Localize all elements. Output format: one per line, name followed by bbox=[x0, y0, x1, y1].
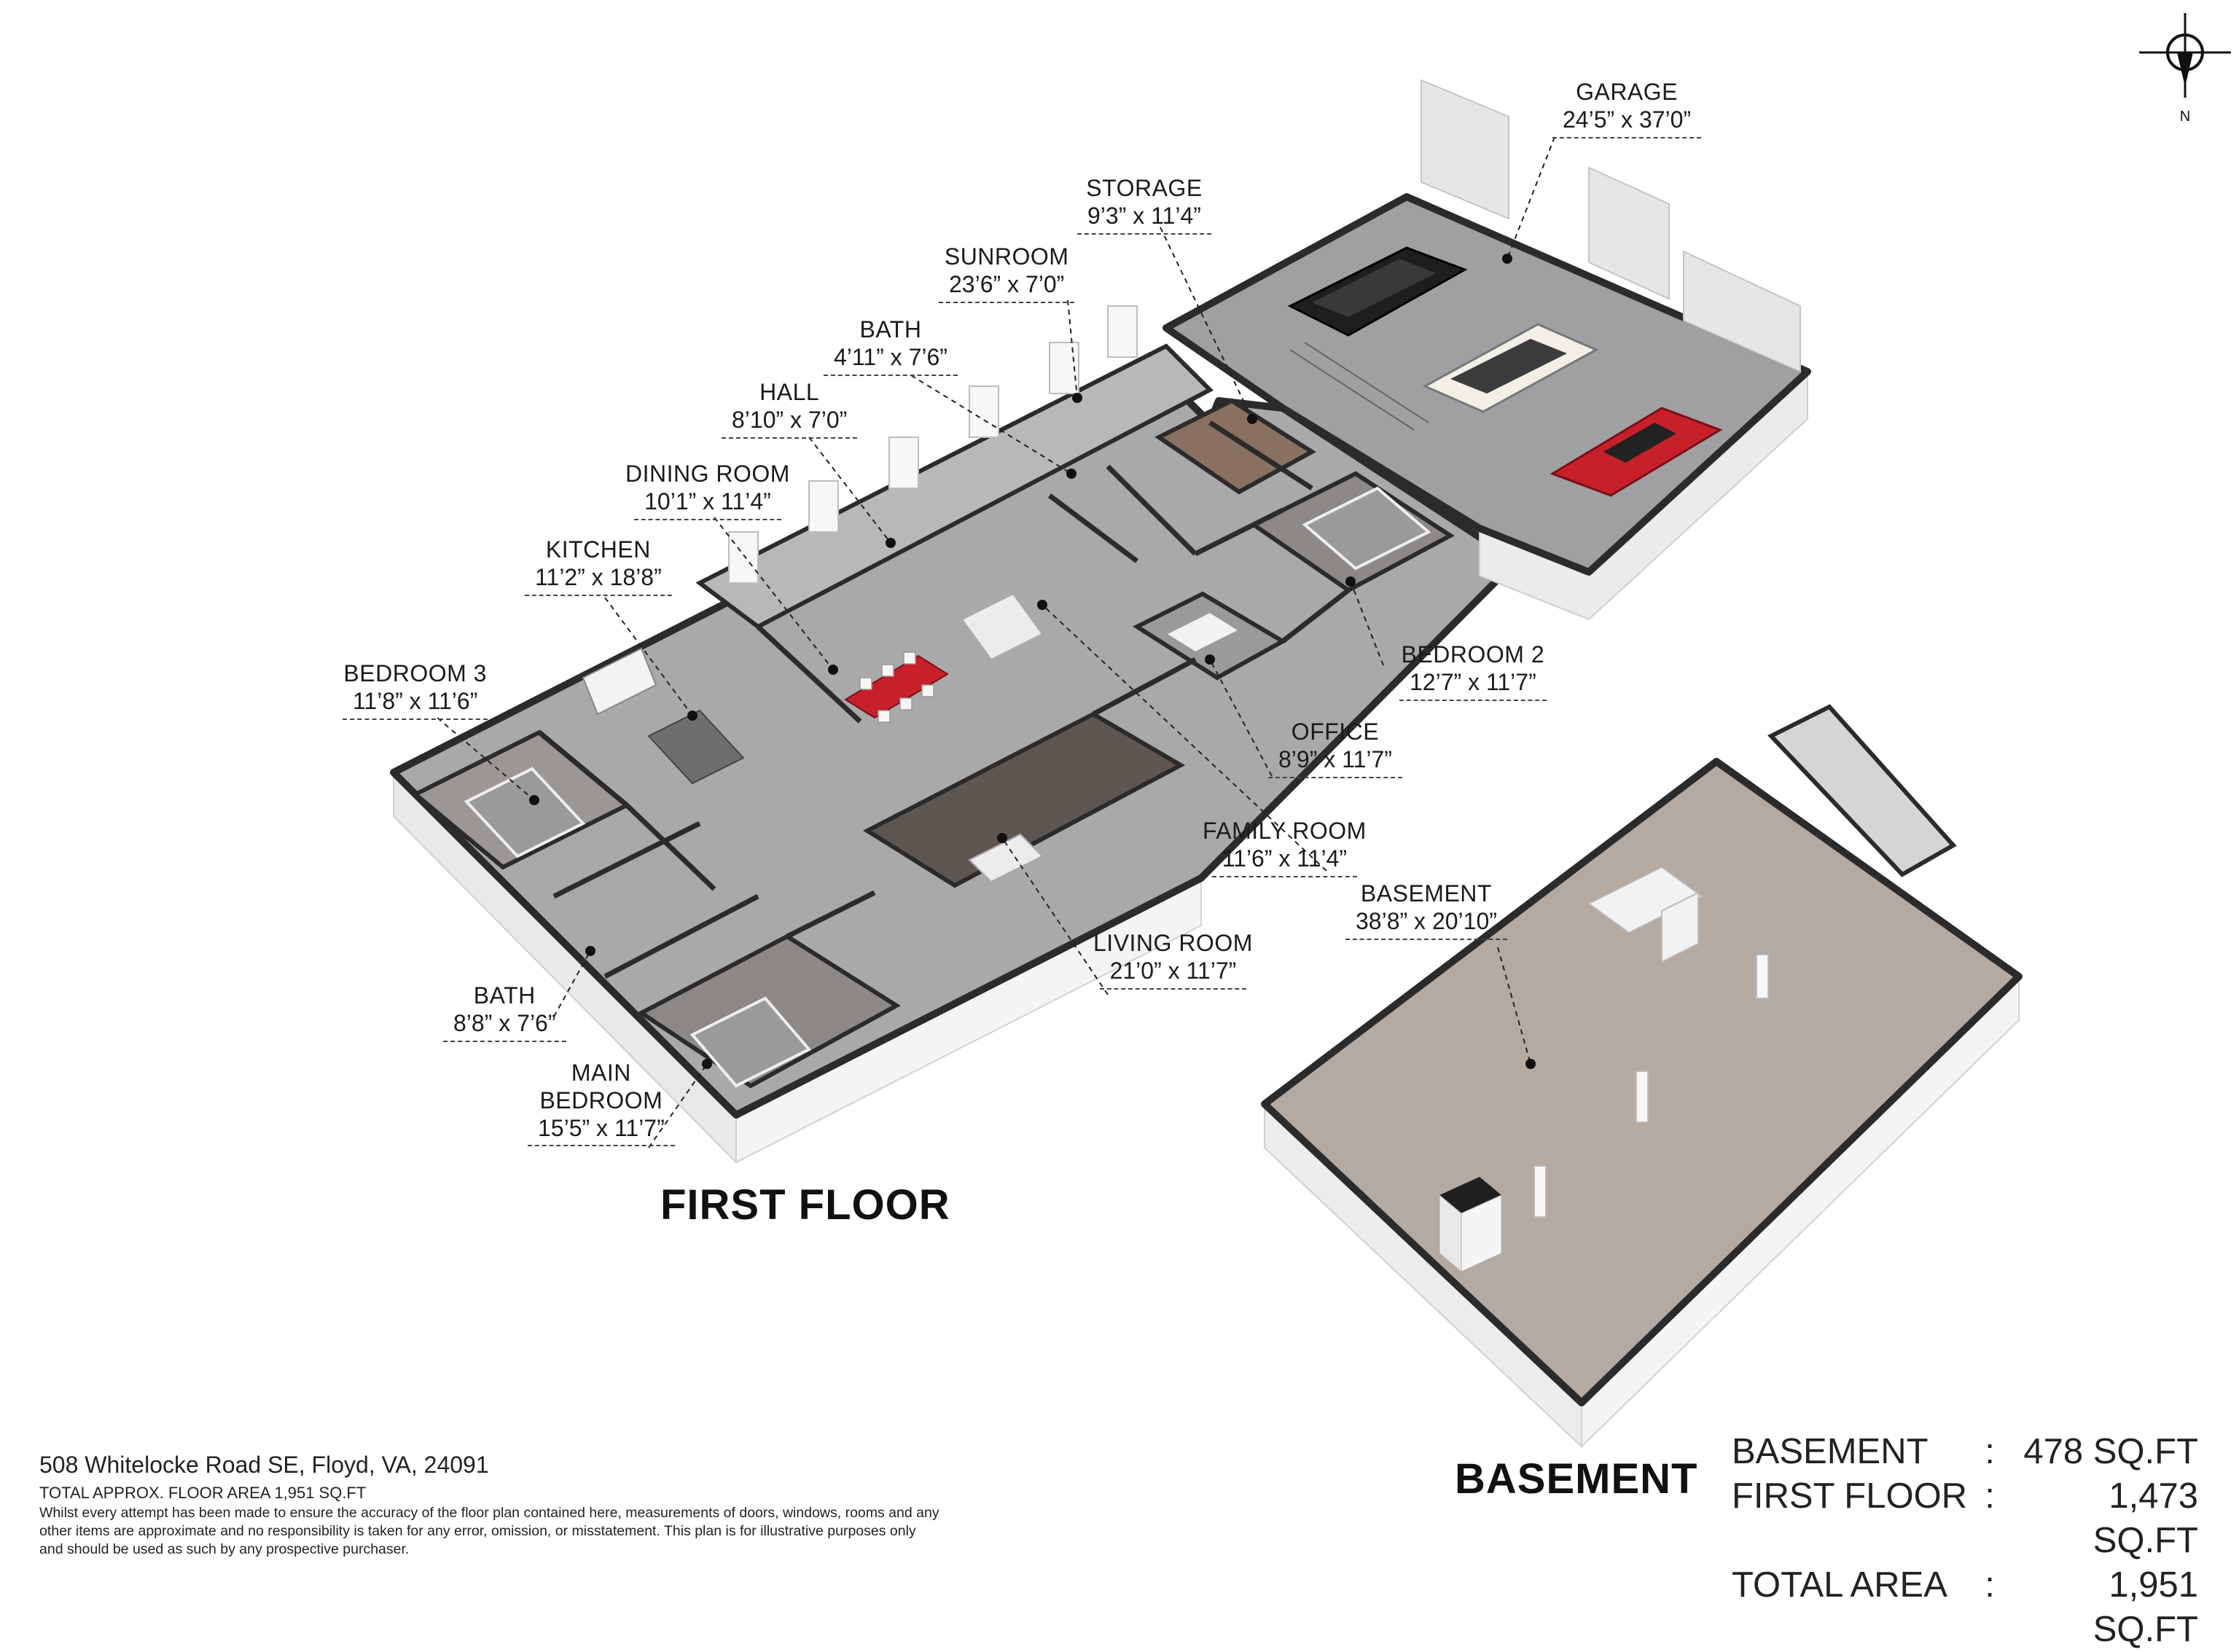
area-row-basement: BASEMENT : 478 SQ.FT bbox=[1732, 1430, 2198, 1474]
area-summary-table: BASEMENT : 478 SQ.FT FIRST FLOOR : 1,473… bbox=[1732, 1430, 2198, 1652]
support-columns bbox=[1533, 954, 1769, 1218]
compass-north-label: N bbox=[2180, 109, 2190, 125]
leader-lines bbox=[437, 136, 1555, 1148]
area-row-total: TOTAL AREA : 1,951 SQ.FT bbox=[1732, 1563, 2198, 1652]
main-bedroom-bed bbox=[689, 996, 812, 1088]
room-label-bedroom2: BEDROOM 2 12’7” x 11’7” bbox=[1399, 641, 1547, 701]
red-convertible-icon bbox=[1550, 407, 1723, 497]
room-label-bath-lower: BATH 8’8” x 7’6” bbox=[443, 982, 566, 1042]
area-row-first-floor: FIRST FLOOR : 1,473 SQ.FT bbox=[1732, 1474, 2198, 1563]
area-row-label: BASEMENT bbox=[1732, 1432, 1929, 1471]
area-row-value: 1,951 SQ.FT bbox=[2093, 1565, 2198, 1649]
room-label-basement: BASEMENT 38’8” x 20’10” bbox=[1345, 880, 1507, 940]
black-suv-icon bbox=[1287, 246, 1468, 337]
room-label-living-room: LIVING ROOM 21’0” x 11’7” bbox=[1093, 930, 1253, 990]
first-floor-title: FIRST FLOOR bbox=[660, 1181, 950, 1229]
white-car-icon bbox=[1422, 323, 1599, 413]
room-label-dining-room: DINING ROOM 10’1” x 11’4” bbox=[625, 461, 790, 520]
area-row-label: TOTAL AREA bbox=[1732, 1565, 1947, 1605]
basement-title: BASEMENT bbox=[1455, 1455, 1698, 1503]
room-label-sunroom: SUNROOM 23’6” x 7’0” bbox=[939, 243, 1075, 303]
storage-floor bbox=[1154, 398, 1316, 495]
water-heater-icon bbox=[1439, 1177, 1502, 1273]
room-label-family-room: FAMILY ROOM 11’6” x 11’4” bbox=[1203, 818, 1367, 877]
area-row-separator: : bbox=[1985, 1432, 1995, 1471]
area-row-value: 1,473 SQ.FT bbox=[2093, 1476, 2198, 1560]
room-label-garage: GARAGE 24’5” x 37’0” bbox=[1552, 79, 1702, 138]
first-floor-model bbox=[390, 305, 1520, 1164]
interior-walls bbox=[537, 420, 1351, 979]
room-label-main-bedroom: MAIN BEDROOM 15’5” x 11’7” bbox=[528, 1060, 675, 1147]
area-row-separator: : bbox=[1985, 1476, 1995, 1516]
kitchen-island bbox=[647, 709, 745, 785]
floor-plan-drawing bbox=[390, 79, 2023, 1449]
disclaimer-text: Whilst every attempt has been made to en… bbox=[39, 1505, 939, 1557]
room-label-hall: HALL 8’10” x 7’0” bbox=[722, 379, 858, 439]
basement-stair-nook bbox=[1767, 704, 1957, 877]
property-address: 508 Whitelocke Road SE, Floyd, VA, 24091 bbox=[39, 1452, 489, 1478]
room-label-office: OFFICE 8’9” x 11’7” bbox=[1268, 719, 1402, 778]
room-label-storage: STORAGE 9’3” x 11’4” bbox=[1077, 175, 1211, 235]
sunroom-floor bbox=[695, 343, 1214, 630]
area-row-value: 478 SQ.FT bbox=[2023, 1432, 2198, 1471]
basement-stairs bbox=[1587, 866, 1703, 963]
compass-icon: N bbox=[2139, 13, 2231, 125]
area-row-label: FIRST FLOOR bbox=[1732, 1476, 1968, 1516]
sunroom-windows bbox=[728, 305, 1138, 584]
family-sofa bbox=[961, 592, 1044, 661]
garage-stairs bbox=[1289, 342, 1429, 431]
total-area-note: TOTAL APPROX. FLOOR AREA 1,951 SQ.FT bbox=[39, 1484, 367, 1502]
bedroom2-bed bbox=[1302, 486, 1431, 571]
room-label-kitchen: KITCHEN 11’2” x 18’8” bbox=[525, 536, 672, 596]
garage-doors bbox=[1421, 79, 1801, 373]
room-label-bath-upper: BATH 4’11” x 7’6” bbox=[824, 316, 958, 376]
room-label-bedroom3: BEDROOM 3 11’8” x 11’6” bbox=[343, 660, 488, 720]
dining-chairs bbox=[859, 651, 934, 723]
kitchen-counter bbox=[582, 647, 657, 716]
area-row-separator: : bbox=[1985, 1565, 1995, 1605]
compass: N bbox=[2139, 10, 2234, 130]
room-markers bbox=[529, 254, 1536, 1069]
basement-model bbox=[1261, 704, 2023, 1449]
office-desk bbox=[1164, 611, 1241, 654]
garage-model bbox=[1163, 79, 1811, 621]
family-room-floor bbox=[862, 711, 1186, 888]
